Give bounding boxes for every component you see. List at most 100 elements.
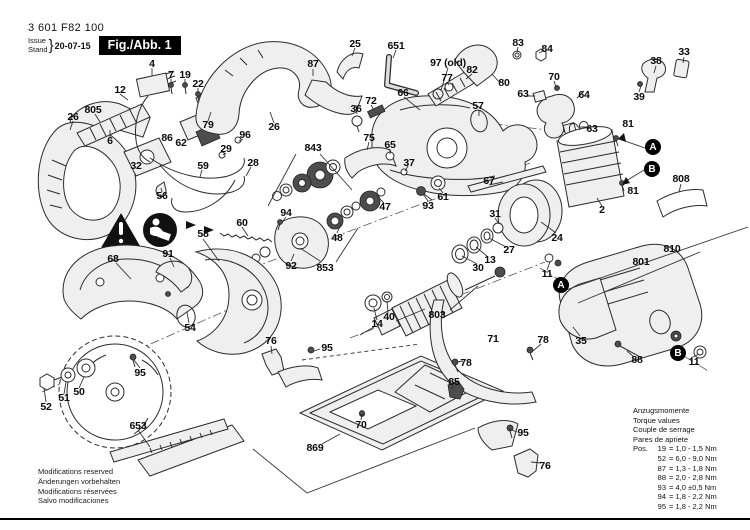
switch <box>123 137 172 177</box>
motor-armature <box>359 266 506 337</box>
part-number-label: 63 <box>586 123 598 135</box>
part-number-label: 805 <box>84 104 102 116</box>
part-number-label: 67 <box>483 175 495 187</box>
part-number-label: 52 <box>40 401 52 413</box>
view-marker-a: A <box>553 277 569 293</box>
part-number-label: 48 <box>331 232 343 244</box>
label-plate <box>656 189 708 218</box>
torque-row: 88= 2,0 - 2,8 Nm <box>657 473 717 483</box>
part-number-label: 60 <box>236 217 248 229</box>
part-number-label: 810 <box>663 243 681 255</box>
return-spring <box>186 221 273 243</box>
part-number-label: 86 <box>161 132 173 144</box>
part-number-label: 803 <box>428 309 446 321</box>
part-number-label: 93 <box>422 200 434 212</box>
part-number-label: 81 <box>622 118 634 130</box>
part-number-label: 13 <box>484 254 496 266</box>
part-number-label: 47 <box>379 201 391 213</box>
part-number-label: 70 <box>548 71 560 83</box>
part-number-label: 4 <box>149 58 155 70</box>
part-number-label: 72 <box>365 95 377 107</box>
part-number-label: 58 <box>197 228 209 240</box>
torque-row: Pos.19= 1,0 - 1,5 Nm <box>633 444 717 454</box>
part-number-label: 51 <box>58 392 70 404</box>
title-block: 3 601 F82 100 Issue Stand } 20-07-15 Fig… <box>28 22 181 55</box>
issue-stand-labels: Issue Stand <box>28 35 48 54</box>
part-number-label: 12 <box>114 84 126 96</box>
part-number-label: 651 <box>387 40 405 52</box>
lower-guard <box>155 248 282 355</box>
clamp-wedge <box>344 104 408 179</box>
part-number-label: 81 <box>627 185 639 197</box>
view-marker-b: B <box>644 161 660 177</box>
torque-row: 52= 6,0 - 9,0 Nm <box>657 453 717 463</box>
bottom-rule <box>0 518 750 520</box>
part-number-label: 869 <box>306 442 324 454</box>
part-number-label: 853 <box>316 262 334 274</box>
part-number-label: 82 <box>466 64 478 76</box>
torque-title-line: Anzugsmomente <box>633 406 690 415</box>
part-number-label: 33 <box>678 46 690 58</box>
part-number-label: 75 <box>363 132 375 144</box>
torque-row: 95= 1,8 - 2,2 Nm <box>657 501 717 511</box>
spindle-lock-lever <box>427 44 547 107</box>
cord-bracket <box>637 58 690 93</box>
part-number-label: 27 <box>503 244 515 256</box>
part-number-label: 83 <box>512 37 524 49</box>
part-number-label: 95 <box>321 342 333 354</box>
part-number-label: 38 <box>650 55 662 67</box>
part-number-label: 95 <box>134 367 146 379</box>
part-number-label: 36 <box>350 103 362 115</box>
part-number-label: 62 <box>175 137 187 149</box>
figure-badge: Fig./Abb. 1 <box>98 36 181 55</box>
torque-row: 94= 1,8 - 2,2 Nm <box>657 492 717 502</box>
part-number-label: 40 <box>383 311 395 323</box>
part-number-label: 96 <box>239 129 251 141</box>
aux-handle <box>195 41 363 135</box>
hex-key <box>336 52 419 96</box>
part-number-label: 28 <box>247 157 259 169</box>
part-number-label: 50 <box>73 386 85 398</box>
part-number-label: 2 <box>599 204 605 216</box>
bearing-flange <box>251 216 329 269</box>
guide-brackets <box>261 346 539 478</box>
part-number-label: 59 <box>197 160 209 172</box>
torque-title-line: Couple de serrage <box>633 425 695 435</box>
part-number-label: 80 <box>498 77 510 89</box>
part-number-label: 14 <box>371 318 383 330</box>
part-number-label: 57 <box>472 100 484 112</box>
read-manual-icon <box>143 213 177 247</box>
part-number-label: 91 <box>162 248 174 260</box>
part-number-label: 63 <box>517 88 529 100</box>
part-number-label: 11 <box>688 356 700 368</box>
leader-lines <box>43 46 749 494</box>
part-number-label: 653 <box>129 420 147 432</box>
spindle-bolt <box>416 175 446 201</box>
part-number-label: 65 <box>384 139 396 151</box>
torque-title-line: Pares de apriete <box>633 434 689 444</box>
blade-bolt-washers <box>39 353 137 391</box>
part-number-label: 84 <box>541 43 553 55</box>
footer-note-line: Modifications reserved <box>38 467 114 476</box>
part-number-label: 11 <box>541 268 553 280</box>
part-number-label: 95 <box>517 427 529 439</box>
part-number-label: 70 <box>355 419 367 431</box>
part-number-label: 6 <box>107 135 113 147</box>
view-marker-a: A <box>645 139 661 155</box>
part-number-label: 61 <box>437 191 449 203</box>
part-number: 3 601 F82 100 <box>28 22 105 34</box>
part-number-label: 85 <box>448 376 460 388</box>
handle-tube <box>76 103 151 147</box>
part-number-label: 56 <box>156 190 168 202</box>
part-number-label: 37 <box>403 157 415 169</box>
part-number-label: 87 <box>307 58 319 70</box>
view-marker-b: B <box>670 345 686 361</box>
part-number-label: 7 <box>168 69 174 81</box>
part-number-label: 71 <box>487 333 499 345</box>
part-number-label: 26 <box>268 121 280 133</box>
part-number-label: 26 <box>67 111 79 123</box>
